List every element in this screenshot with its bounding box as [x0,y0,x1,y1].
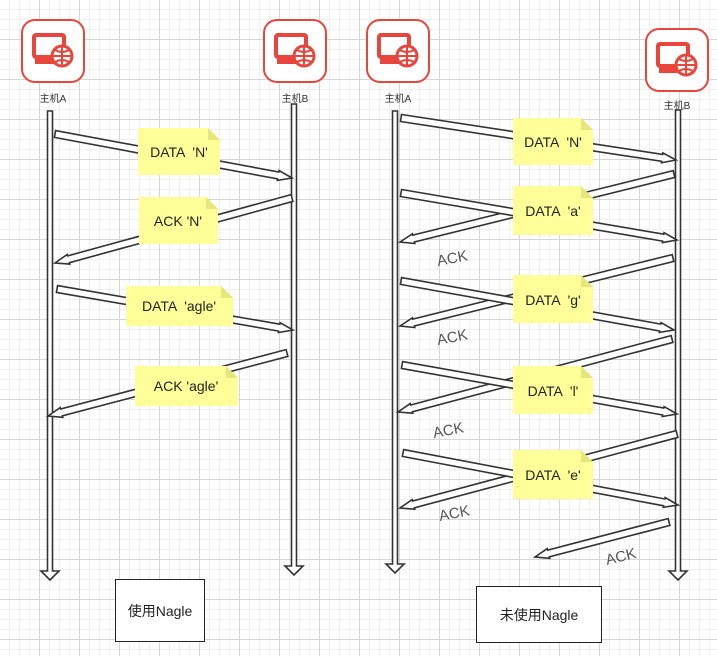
svg-text:DATA 'N': DATA 'N' [150,144,208,160]
note-right-data-l: DATA 'l' [513,366,593,414]
svg-text:DATA 'e': DATA 'e' [525,467,580,483]
lifeline-host-b-left [283,103,305,577]
caption-without-nagle: 未使用Nagle [476,586,602,643]
ack-label-5: ACK [604,545,638,569]
note-left-data-agle: DATA 'agle' [126,286,233,326]
note-right-data-e: DATA 'e' [513,450,593,499]
ack-label-2: ACK [436,326,470,349]
svg-text:DATA 'l': DATA 'l' [528,383,579,399]
svg-text:DATA 'g': DATA 'g' [525,292,580,308]
host-b-right-label: 主机B [664,99,691,112]
svg-text:ACK 'N': ACK 'N' [154,213,202,229]
host-b-left-label: 主机B [282,92,309,105]
lifelines [39,103,689,582]
svg-text:ACK 'agle': ACK 'agle' [154,378,219,394]
note-right-data-a: DATA 'a' [513,186,593,235]
host-a-right-icon [366,19,430,83]
host-a-left-icon [21,19,85,83]
svg-text:DATA 'agle': DATA 'agle' [142,298,216,314]
note-right-data-g: DATA 'g' [513,275,593,323]
note-right-data-n: DATA 'N' [513,118,593,165]
ack-label-3: ACK [432,419,466,442]
lifeline-host-b-right [667,109,689,582]
host-b-right-icon [645,28,709,92]
host-a-right-label: 主机A [385,92,412,105]
lifeline-host-a-right [384,110,406,575]
svg-text:DATA 'N': DATA 'N' [524,134,582,150]
note-left-ack-n: ACK 'N' [139,197,218,244]
note-left-data-n: DATA 'N' [138,128,220,175]
ack-label-1: ACK [436,247,470,270]
lifeline-host-a-left [39,110,61,582]
ack-label-4: ACK [438,502,472,525]
caption-with-nagle: 使用Nagle [115,579,205,642]
host-a-left-label: 主机A [40,92,67,105]
host-b-left-icon [263,19,327,83]
arrow-right-ack-e [532,517,671,560]
note-left-ack-agle: ACK 'agle' [135,366,238,406]
svg-text:DATA 'a': DATA 'a' [525,203,580,219]
